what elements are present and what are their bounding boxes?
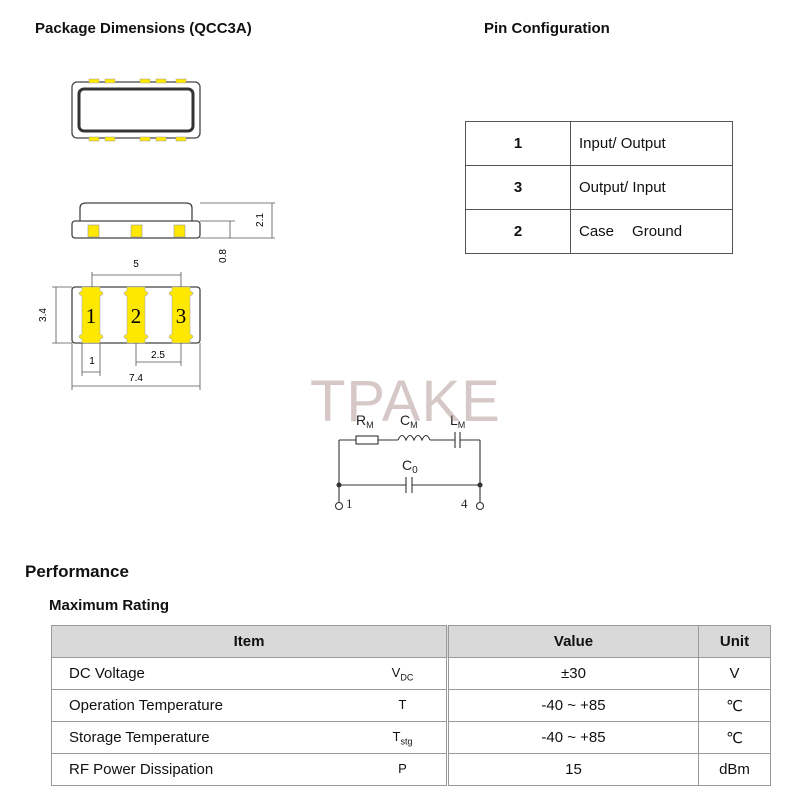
maximum-rating-title: Maximum Rating <box>49 597 170 614</box>
rating-symbol: T <box>359 689 449 722</box>
pad-label-3: 3 <box>176 304 187 328</box>
dim-pad-width: 1 <box>89 356 95 367</box>
pin-number: 3 <box>465 165 571 210</box>
rating-item: RF Power Dissipation <box>51 753 359 786</box>
rating-header-row: Item Value Unit <box>51 625 771 658</box>
inductor-cm <box>397 434 431 442</box>
dim-body-height: 3.4 <box>38 308 49 322</box>
pin-row: 1 Input/ Output <box>465 121 733 166</box>
rating-symbol: P <box>359 753 449 786</box>
watermark-text: TPAKE <box>310 369 501 434</box>
performance-title: Performance <box>25 562 129 581</box>
node-label-1: 1 <box>346 496 353 511</box>
pin-configuration-title: Pin Configuration <box>484 20 610 37</box>
rating-value: 15 <box>447 753 699 786</box>
pin-configuration-table: 1 Input/ Output 3 Output/ Input 2 Case Gr… <box>465 121 733 254</box>
table-row: Storage Temperature Tstg -40 ~ +85 ℃ <box>51 721 771 754</box>
package-drawings: 2.1 0.8 1 2 3 5 3.4 1 2.5 <box>38 78 485 511</box>
label-cm: C <box>400 412 410 428</box>
pin-row: 2 Case Ground <box>465 209 733 254</box>
pad-label-2: 2 <box>131 304 142 328</box>
rating-unit: ℃ <box>698 689 771 722</box>
side-view-drawing: 2.1 0.8 <box>71 202 275 263</box>
pin-function: Input/ Output <box>570 121 733 166</box>
rating-value: -40 ~ +85 <box>447 721 699 754</box>
maximum-rating-table: Item Value Unit DC Voltage VDC ±30 V Ope… <box>51 625 771 786</box>
svg-text:LM: LM <box>450 412 465 430</box>
rating-unit: dBm <box>698 753 771 786</box>
table-row: DC Voltage VDC ±30 V <box>51 657 771 690</box>
package-dimensions-title: Package Dimensions (QCC3A) <box>35 20 252 37</box>
pin-number: 2 <box>465 209 571 254</box>
svg-text:RM: RM <box>356 412 374 430</box>
pin-function: Case Ground <box>570 209 733 254</box>
pad-label-1: 1 <box>86 304 97 328</box>
pin-function-case: Case <box>579 223 615 240</box>
pin-row: 3 Output/ Input <box>465 165 733 210</box>
label-rm-sub: M <box>366 420 374 430</box>
rating-value: -40 ~ +85 <box>447 689 699 722</box>
terminal-4 <box>475 501 485 511</box>
svg-text:CM: CM <box>400 412 418 430</box>
rating-unit: V <box>698 657 771 690</box>
terminal-1 <box>334 501 344 511</box>
header-value: Value <box>447 625 699 658</box>
label-c0: C <box>402 457 412 473</box>
header-item: Item <box>51 625 449 658</box>
rating-symbol: Tstg <box>359 721 449 754</box>
rating-item: Storage Temperature <box>51 721 359 754</box>
dim-pad-pitch: 2.5 <box>151 350 165 361</box>
equivalent-circuit <box>334 432 485 511</box>
dim-body-length: 7.4 <box>129 373 143 384</box>
label-cm-sub: M <box>410 420 418 430</box>
pin-function: Output/ Input <box>570 165 733 210</box>
rating-value: ±30 <box>447 657 699 690</box>
dim-height-base: 0.8 <box>218 249 229 263</box>
label-c0-sub: 0 <box>412 465 418 476</box>
table-row: RF Power Dissipation P 15 dBm <box>51 753 771 786</box>
pin-number: 1 <box>465 121 571 166</box>
bottom-view-drawing: 1 2 3 5 3.4 1 2.5 7.4 <box>38 259 201 390</box>
dim-height-total: 2.1 <box>255 213 266 227</box>
table-row: Operation Temperature T -40 ~ +85 ℃ <box>51 689 771 722</box>
label-lm-sub: M <box>458 420 466 430</box>
rating-item: Operation Temperature <box>51 689 359 722</box>
rating-symbol: VDC <box>359 657 449 690</box>
rating-unit: ℃ <box>698 721 771 754</box>
label-lm: L <box>450 412 458 428</box>
resistor-rm <box>355 435 379 445</box>
header-unit: Unit <box>698 625 771 658</box>
label-rm: R <box>356 412 366 428</box>
node-label-4: 4 <box>461 496 468 511</box>
pin-function-ground: Ground <box>632 223 683 240</box>
rating-item: DC Voltage <box>51 657 359 690</box>
svg-text:C0: C0 <box>402 457 418 476</box>
dim-pad-span: 5 <box>133 259 139 270</box>
top-view-drawing <box>71 78 201 142</box>
